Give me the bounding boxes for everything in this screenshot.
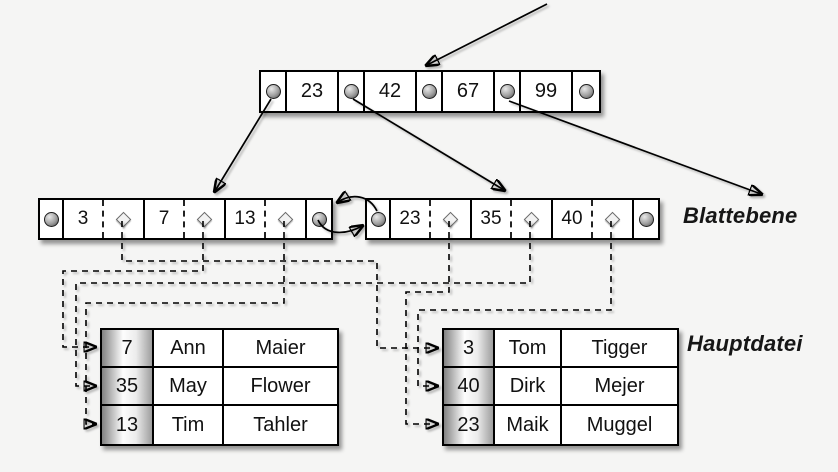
root-key-cell: 42 [365,72,417,111]
root-pointer-cell [261,72,287,111]
pointer-circle-icon [421,84,437,99]
record-pointer-diamond-icon [196,211,213,227]
record-pointer-diamond-icon [442,211,459,227]
table-key-cell: 13 [102,406,154,444]
pointer-circle-icon [311,211,327,227]
table-key-cell: 40 [444,368,495,406]
root-node: 23 42 67 99 [259,70,601,113]
record-pointer-diamond-icon [115,211,132,227]
leaf-key-cell: 13 [226,200,266,238]
pointer-circle-icon [370,211,386,227]
root-pointer-cell [339,72,365,111]
table-firstname-cell: Tim [154,406,224,444]
main-file-label: Hauptdatei [687,331,803,356]
record-pointer-diamond-icon [604,211,621,227]
root-key-cell: 99 [521,72,573,111]
leaf-record-ref-cell [104,200,145,238]
leaf-key-cell: 7 [145,200,185,238]
arrow-into-root [427,3,548,65]
leaf-record-ref-cell [593,200,634,238]
table-firstname-cell: Dirk [495,368,562,406]
root-key-cell: 67 [443,72,495,111]
table-lastname-cell: Tahler [253,413,308,436]
leaf-key-cell: 3 [64,200,104,238]
table-lastname-cell: Mejer [562,368,677,406]
table-lastname-cell: Maier [224,330,337,368]
main-file-table-right: 3 Tom Tigger 40 Dirk Mejer 23 Maik Mugge… [442,328,679,446]
root-key-cell: 23 [287,72,339,111]
table-firstname-cell: Maik [495,406,562,444]
table-key-cell: 35 [102,368,154,406]
table-firstname-cell: Tom [495,330,562,368]
pointer-circle-icon [578,84,594,99]
pointer-circle-icon [638,211,654,227]
root-pointer-cell [495,72,521,111]
pointer-circle-icon [343,84,359,99]
record-pointer-diamond-icon [277,211,294,227]
table-key-cell: 3 [444,330,495,368]
leaf-node-left: 3 7 13 [38,198,333,240]
leaf-level-label: Blattebene [683,203,798,228]
root-pointer-cell [573,72,599,111]
record-pointer-diamond-icon [523,211,540,227]
table-lastname-cell: Muggel [586,413,653,436]
leaf-record-ref-cell [185,200,226,238]
arrow-root-to-offscreen-leaf [508,100,761,194]
table-key-cell: 7 [102,330,154,368]
leaf-record-ref-cell [266,200,307,238]
leaf-record-ref-cell [431,200,472,238]
table-key-cell: 23 [444,406,495,444]
leaf-key-cell: 40 [553,200,593,238]
table-firstname-cell: May [154,368,224,406]
table-lastname-cell: Tigger [562,330,677,368]
leaf-pointer-cell [634,200,658,238]
leaf-record-ref-cell [512,200,553,238]
table-lastname-cell: Flower [224,368,337,406]
pointer-circle-icon [499,84,515,99]
pointer-circle-icon [43,211,59,227]
leaf-pointer-cell [307,200,331,238]
pointer-circle-icon [265,84,281,99]
root-pointer-cell [417,72,443,111]
main-file-table-left: 7 Ann Maier 35 May Flower 13 Tim Tahler [100,328,339,446]
table-firstname-cell: Ann [154,330,224,368]
leaf-key-cell: 35 [472,200,512,238]
leaf-node-right: 23 35 40 [365,198,660,240]
leaf-key-cell: 23 [391,200,431,238]
leaf-pointer-cell [367,200,391,238]
leaf-pointer-cell [40,200,64,238]
